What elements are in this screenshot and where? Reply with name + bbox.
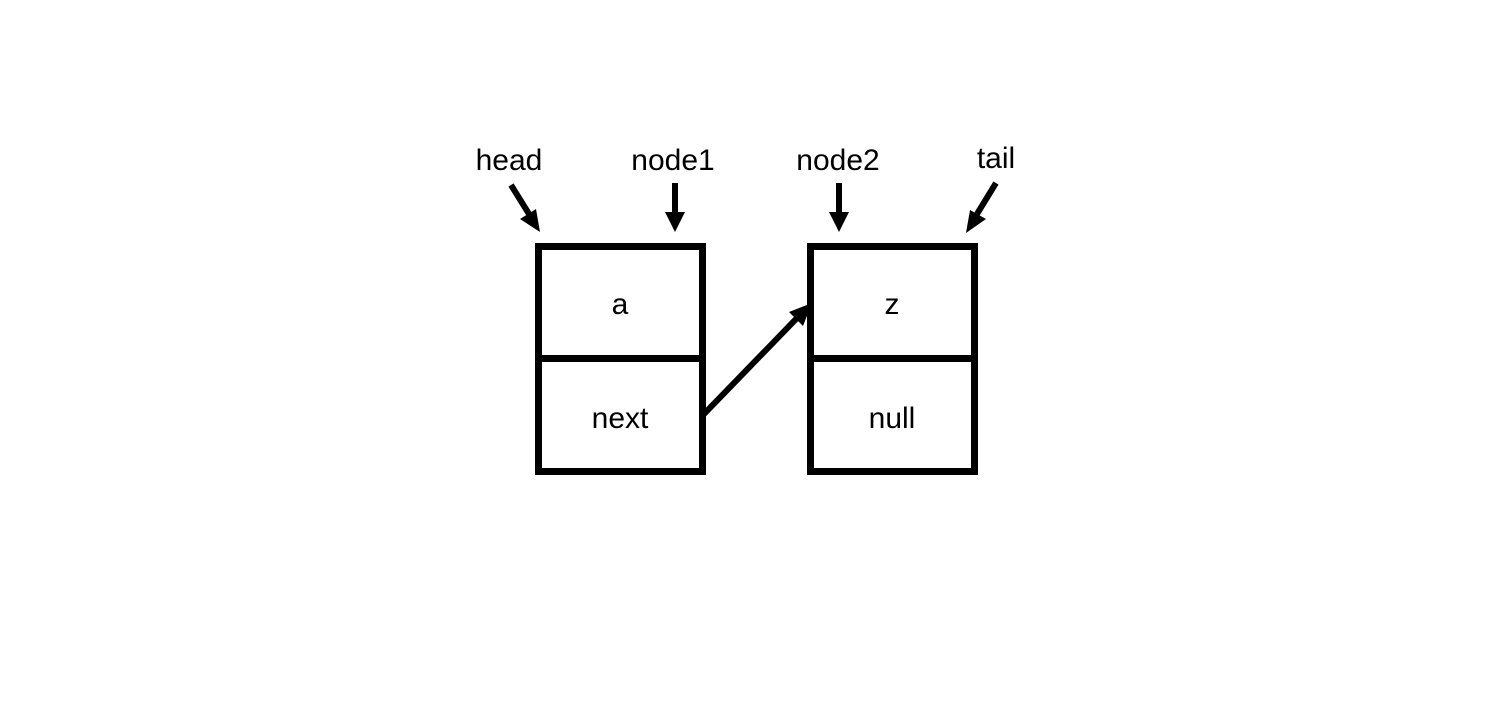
- list-node-1: a next: [535, 243, 706, 475]
- node-1-value: a: [612, 288, 629, 321]
- node2-pointer-arrow: [829, 183, 849, 232]
- pointer-label-node1: node1: [631, 144, 714, 177]
- head-pointer-arrow: [508, 183, 540, 232]
- list-node-2: z null: [807, 243, 978, 475]
- node-2-value: z: [885, 288, 900, 321]
- next-link-arrow: [701, 303, 812, 417]
- pointer-label-head: head: [476, 144, 543, 177]
- pointer-label-tail: tail: [977, 142, 1015, 175]
- node1-pointer-arrow: [665, 183, 685, 232]
- pointer-label-node2: node2: [796, 144, 879, 177]
- tail-pointer-arrow: [966, 181, 999, 233]
- node-1-next: next: [592, 402, 649, 435]
- node-2-next: null: [869, 402, 916, 435]
